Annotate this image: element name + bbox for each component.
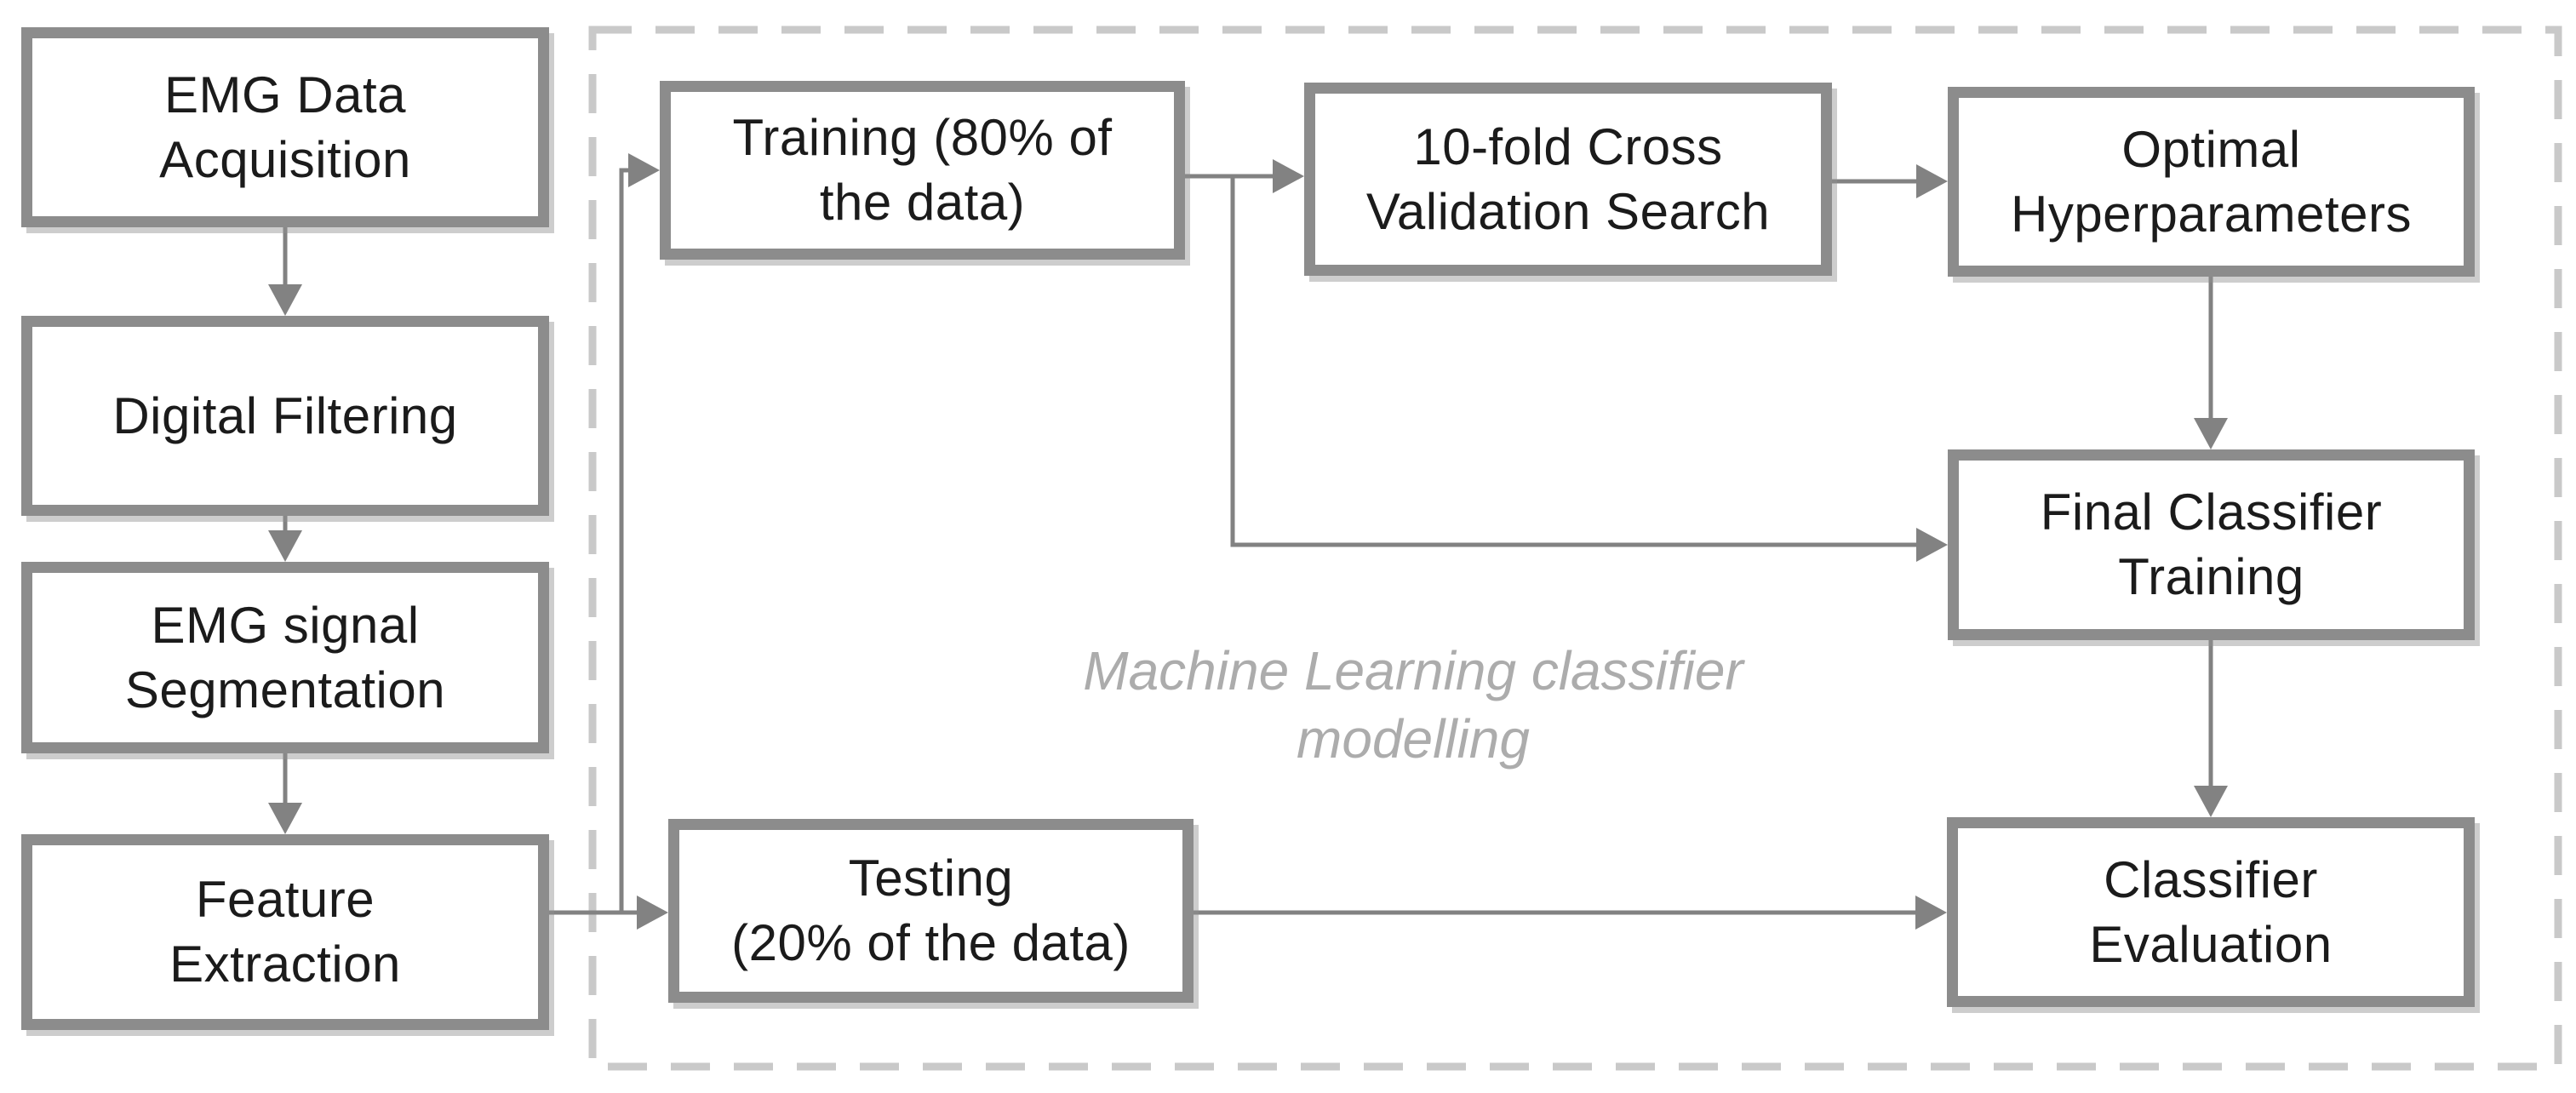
arrowhead-segmentation-to-feature: [268, 803, 302, 834]
arrowhead-feature-to-testing: [637, 896, 668, 930]
ml-modelling-group-label: Machine Learning classifier modelling: [1083, 640, 1743, 770]
node-final-classifier-training: Final Classifier Training: [1948, 449, 2475, 640]
arrowhead-filtering-to-segmentation: [268, 530, 302, 562]
arrowhead-final-to-evaluation: [2194, 786, 2228, 817]
node-training-80-percent: Training (80% of the data): [660, 81, 1185, 260]
node-emg-data-acquisition: EMG Data Acquisition: [21, 27, 549, 227]
node-feature-extraction: Feature Extraction: [21, 834, 549, 1030]
node-classifier-evaluation: Classifier Evaluation: [1947, 817, 2475, 1007]
arrow-training-to-final-line: [1230, 176, 1918, 547]
node-testing-20-percent: Testing (20% of the data): [668, 819, 1194, 1003]
arrowhead-feature-to-training: [628, 153, 660, 187]
node-optimal-hyperparameters: Optimal Hyperparameters: [1948, 87, 2475, 277]
node-emg-signal-segmentation: EMG signal Segmentation: [21, 562, 549, 753]
ml-modelling-group-border: [588, 26, 2562, 1071]
node-10-fold-cross-validation-search: 10-fold Cross Validation Search: [1304, 83, 1832, 276]
arrowhead-training-to-final: [1916, 528, 1948, 562]
node-digital-filtering: Digital Filtering: [21, 316, 549, 516]
arrowhead-testing-to-evaluation: [1915, 896, 1947, 930]
arrow-feature-to-training-line: [619, 168, 630, 913]
arrowhead-training-to-cv: [1273, 159, 1304, 193]
arrowhead-cv-to-optimal: [1916, 164, 1948, 198]
connector-lines: [283, 168, 2213, 915]
arrowhead-optimal-to-final: [2194, 418, 2228, 449]
arrowhead-acq-to-filtering: [268, 284, 302, 316]
connector-arrowheads: [268, 153, 2228, 930]
